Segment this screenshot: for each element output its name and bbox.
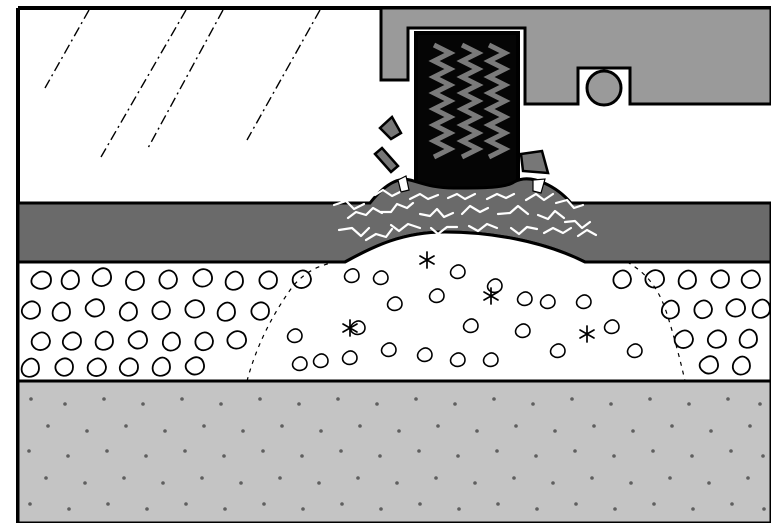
seal-block-icon	[416, 33, 518, 191]
round-gasket-icon	[587, 71, 621, 105]
subgrade	[18, 381, 771, 523]
